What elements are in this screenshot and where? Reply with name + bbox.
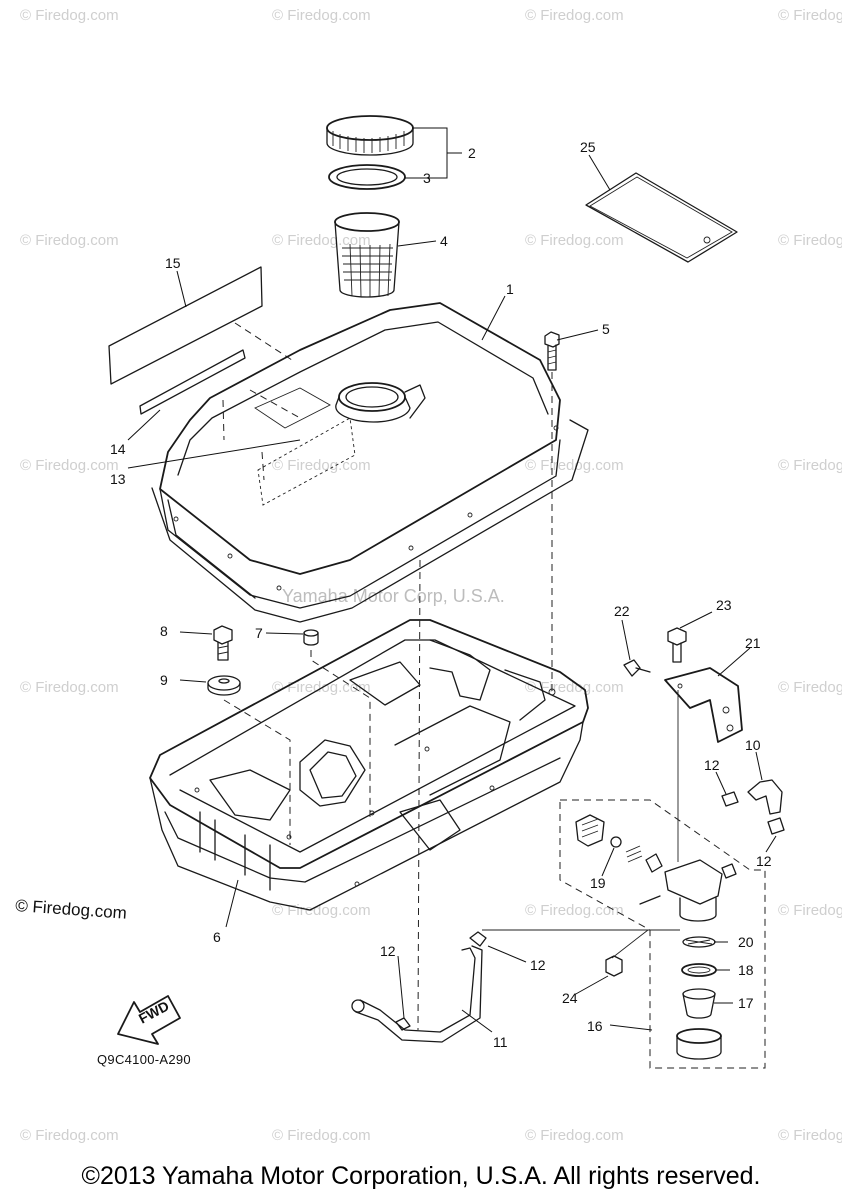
watermark-text: © Firedog.com xyxy=(778,1127,842,1144)
callout-2: 2 xyxy=(468,145,476,161)
callout-8: 8 xyxy=(160,623,168,639)
watermark-text: © Firedog.com xyxy=(272,902,371,919)
watermark-text: © Firedog.com xyxy=(20,679,119,696)
part-10-hose[interactable] xyxy=(747,779,783,815)
callout-4: 4 xyxy=(440,233,448,249)
callout-3: 3 xyxy=(423,170,431,186)
watermark-text: © Firedog.com xyxy=(20,7,119,24)
part-6-tank-tray[interactable] xyxy=(149,619,589,911)
watermark-text: © Firedog.com xyxy=(525,457,624,474)
part-21-bracket[interactable] xyxy=(664,667,743,743)
callout-19: 19 xyxy=(590,875,606,891)
fwd-arrow-icon: FWD xyxy=(117,995,181,1045)
part-25-label[interactable] xyxy=(585,172,738,263)
watermark-text: © Firedog.com xyxy=(525,679,624,696)
part-15-label[interactable] xyxy=(108,266,263,385)
callout-18: 18 xyxy=(738,962,754,978)
callout-23: 23 xyxy=(716,597,732,613)
part-2-fuel-cap[interactable] xyxy=(326,115,414,156)
callout-13: 13 xyxy=(110,471,126,487)
watermark-text: © Firedog.com xyxy=(778,679,842,696)
watermark-text: © Firedog.com xyxy=(778,902,842,919)
watermark-text: © Firedog.com xyxy=(525,902,624,919)
fuel-cock-body[interactable] xyxy=(639,859,737,922)
callout-22: 22 xyxy=(614,603,630,619)
callout-24: 24 xyxy=(562,990,578,1006)
part-1-fuel-tank[interactable] xyxy=(151,302,589,623)
part-5-bolt[interactable] xyxy=(544,331,560,371)
part-9-damper[interactable] xyxy=(207,675,241,696)
watermark-text: © Firedog.com xyxy=(20,1127,119,1144)
callout-12: 12 xyxy=(380,943,396,959)
watermark-text: © Firedog.com xyxy=(525,232,624,249)
part-24-grommet[interactable] xyxy=(605,955,623,977)
part-14-label[interactable] xyxy=(139,349,246,415)
callout-1: 1 xyxy=(506,281,514,297)
part-12-clamp[interactable] xyxy=(767,817,785,835)
part-16-fuel-cock-bowl[interactable] xyxy=(676,1028,722,1060)
part-20-filter-screen[interactable] xyxy=(682,936,716,948)
watermark-text: © Firedog.com xyxy=(272,457,371,474)
callout-15: 15 xyxy=(165,255,181,271)
callout-12: 12 xyxy=(704,757,720,773)
callout-16: 16 xyxy=(587,1018,603,1034)
fwd-label: FWD xyxy=(136,998,172,1027)
watermark-text: © Firedog.com xyxy=(525,1127,624,1144)
callout-5: 5 xyxy=(602,321,610,337)
part-4-strainer[interactable] xyxy=(334,212,400,298)
part-17-strainer-cup[interactable] xyxy=(682,988,716,1019)
callout-14: 14 xyxy=(110,441,126,457)
center-watermark: Yamaha Motor Corp, U.S.A. xyxy=(282,586,505,606)
watermark-text: © Firedog.com xyxy=(272,1127,371,1144)
watermark-text: © Firedog.com xyxy=(778,232,842,249)
callout-11: 11 xyxy=(493,1034,508,1050)
callout-21: 21 xyxy=(745,635,761,651)
part-3-gasket[interactable] xyxy=(328,164,406,190)
part-18-o-ring[interactable] xyxy=(681,963,717,977)
callout-17: 17 xyxy=(738,995,754,1011)
watermark-text: © Firedog.com xyxy=(272,232,371,249)
part-11-fuel-hose[interactable] xyxy=(351,931,487,1043)
part-23-bolt[interactable] xyxy=(667,627,687,663)
part-7-grommet[interactable] xyxy=(303,629,319,646)
diagram-code: Q9C4100-A290 xyxy=(97,1052,191,1067)
watermark-text: © Firedog.com xyxy=(525,7,624,24)
part-8-bolt[interactable] xyxy=(213,625,233,661)
callout-25: 25 xyxy=(580,139,596,155)
part-12-clamp[interactable] xyxy=(721,791,739,807)
copyright-notice: ©2013 Yamaha Motor Corporation, U.S.A. A… xyxy=(81,1162,761,1190)
callout-20: 20 xyxy=(738,934,754,950)
watermark-text: © Firedog.com xyxy=(20,457,119,474)
watermark-grid: © Firedog.com © Firedog.com © Firedog.co… xyxy=(20,7,842,1144)
watermark-text: © Firedog.com xyxy=(272,7,371,24)
part-22-bolt[interactable] xyxy=(623,659,651,677)
callout-12: 12 xyxy=(530,957,546,973)
watermark-text: © Firedog.com xyxy=(778,457,842,474)
callout-9: 9 xyxy=(160,672,168,688)
part-16-assembly-outline xyxy=(559,799,766,1069)
part-19-lever[interactable] xyxy=(575,814,663,873)
callout-12: 12 xyxy=(756,853,772,869)
callout-7: 7 xyxy=(255,625,263,641)
watermark-text: © Firedog.com xyxy=(20,232,119,249)
callout-10: 10 xyxy=(745,737,761,753)
watermark-text: © Firedog.com xyxy=(778,7,842,24)
callout-6: 6 xyxy=(213,929,221,945)
